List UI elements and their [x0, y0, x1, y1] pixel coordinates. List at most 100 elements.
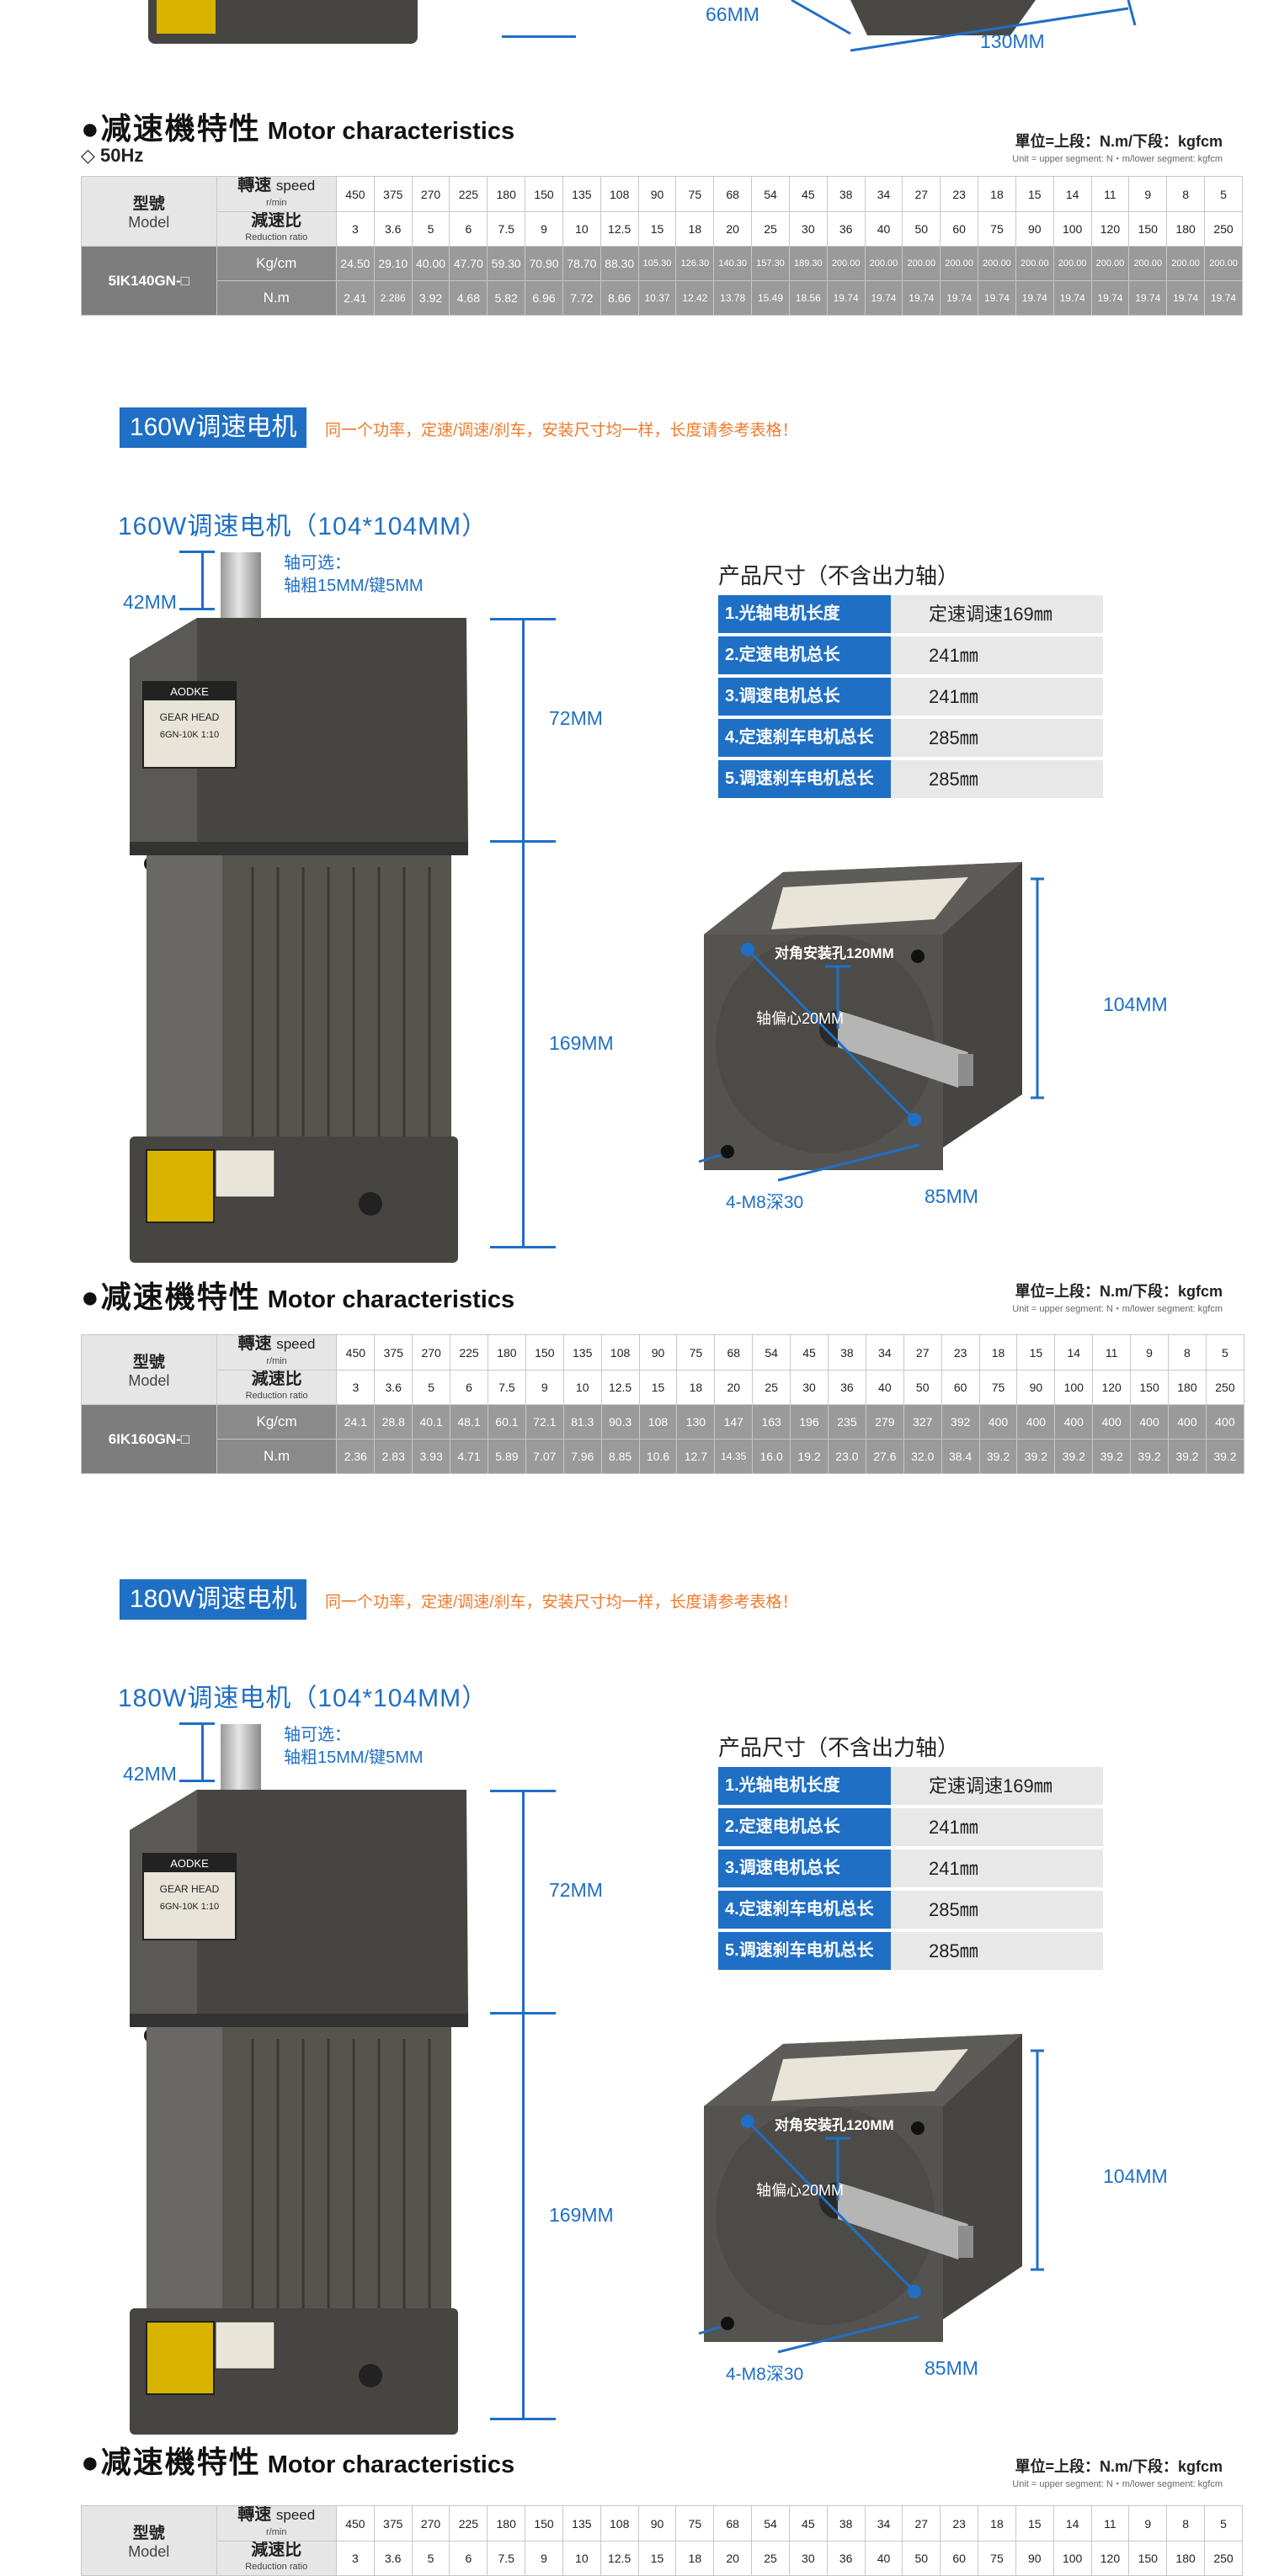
nm-cell: 2.286	[373, 280, 413, 316]
motor-plate-brand: AODKE	[170, 1857, 209, 1870]
motor-body-drawing: AODKE GEAR HEAD 6GN-10K 1:10	[130, 1790, 468, 2435]
speed-header-cn: 轉速	[237, 1334, 272, 1353]
unit-note-1: 單位=上段：N.m/下段：kgfcm Unit = upper segment:…	[1012, 130, 1223, 165]
nm-cell: 39.2	[978, 1439, 1018, 1474]
kg-cell: 108	[638, 1404, 678, 1440]
nm-cell: 39.2	[1130, 1439, 1169, 1474]
unit-sub: Unit = upper segment: N・m/lower segment:…	[1012, 2479, 1223, 2489]
size-row-value: 285㎜	[891, 719, 1103, 760]
speed-cell: 18	[978, 2505, 1016, 2541]
model-header-cn: 型號	[132, 1354, 165, 1371]
speed-cell: 54	[751, 176, 790, 212]
nm-cell: 39.2	[1205, 1439, 1245, 1474]
diag-hole-label: 对角安装孔120MM	[775, 945, 894, 961]
ratio-cell: 60	[940, 2541, 979, 2576]
ratio-cell: 90	[1015, 2541, 1054, 2576]
size-row-key: 4.定速刹车电机总长	[718, 719, 891, 760]
speed-cell: 27	[903, 1334, 942, 1370]
nm-cell: 8.66	[600, 280, 639, 316]
speed-cell: 68	[713, 2505, 753, 2541]
kg-cell: 200.00	[1090, 246, 1130, 281]
nm-cell: 19.74	[1128, 280, 1168, 316]
ratio-cell: 5	[411, 2541, 450, 2576]
ratio-cell: 6	[450, 1370, 488, 1405]
nm-cell: 32.0	[903, 1439, 942, 1474]
ratio-cell: 18	[675, 2541, 715, 2576]
speed-cell: 27	[902, 2505, 941, 2541]
nm-cell: 18.56	[788, 280, 828, 316]
nm-cell: 19.2	[790, 1439, 829, 1474]
speed-cell: 54	[751, 2505, 790, 2541]
speed-cell: 450	[335, 176, 375, 212]
size-row-value: 285㎜	[891, 1891, 1103, 1932]
dim-85-label: 85MM	[925, 2357, 978, 2379]
size-row: 5.调速刹车电机总长 285㎜	[718, 760, 1103, 801]
ratio-cell: 25	[752, 1370, 791, 1405]
speed-cell: 375	[374, 1334, 413, 1370]
ratio-cell: 40	[865, 1370, 904, 1405]
speed-cell: 23	[940, 2505, 979, 2541]
speed-cell: 225	[450, 1334, 488, 1370]
section-title-cn: ●减速機特性	[81, 2445, 261, 2479]
speed-cell: 18	[978, 176, 1016, 212]
ratio-cell: 9	[525, 211, 563, 247]
holes-label: 4-M8深30	[726, 2365, 804, 2384]
nm-cell: 6.96	[525, 280, 563, 316]
kg-cell: 147	[714, 1404, 754, 1440]
dim-42-line-top	[179, 1722, 215, 1725]
ratio-header-en: Reduction ratio	[245, 232, 308, 242]
kg-cell: 235	[827, 1404, 866, 1440]
nm-cell: 19.74	[826, 280, 866, 316]
axis-note-line-1: 轴可选：	[284, 1726, 351, 1744]
nm-cell: 5.89	[487, 1439, 526, 1474]
dim-169-line-bottom	[490, 1246, 556, 1248]
nm-cell: 8.85	[600, 1439, 640, 1474]
speed-cell: 18	[978, 1334, 1018, 1370]
speed-cell: 90	[637, 176, 677, 212]
nm-cell: 2.83	[374, 1439, 413, 1474]
speed-cell: 90	[637, 2505, 677, 2541]
size-row: 3.调速电机总长 241㎜	[718, 1850, 1103, 1891]
kg-cell: 47.70	[449, 246, 488, 281]
nm-cell: 13.78	[713, 280, 753, 316]
kg-cell: 40.00	[411, 246, 450, 281]
speed-cell: 150	[525, 1334, 564, 1370]
dim-169-label: 169MM	[549, 2204, 614, 2226]
nm-cell: 12.42	[675, 280, 715, 316]
dim-42-line-vertical	[201, 1722, 204, 1781]
model-heading-160w: 160W调速电机（104*104MM）	[118, 513, 488, 540]
kg-cell: 59.30	[487, 246, 526, 281]
nm-header: N.m	[216, 1439, 338, 1474]
size-row-key: 4.定速刹车电机总长	[718, 1891, 891, 1932]
motor-body-drawing: AODKE GEAR HEAD 6GN-10K 1:10	[130, 618, 468, 1263]
speed-cell: 68	[713, 176, 753, 212]
ratio-header-en: Reduction ratio	[245, 1391, 308, 1401]
axis-note: 轴可选： 轴粗15MM/键5MM	[284, 552, 424, 598]
ratio-cell: 75	[978, 211, 1016, 247]
banner-note-160w: 同一个功率，定速/调速/刹车，安装尺寸均一样，长度请参考表格！	[325, 422, 798, 439]
ratio-cell: 25	[751, 2541, 790, 2576]
dim-42-label: 42MM	[123, 1763, 177, 1785]
speed-cell: 9	[1130, 1334, 1169, 1370]
kg-header: Kg/cm	[216, 246, 337, 281]
size-row-value: 241㎜	[891, 1808, 1103, 1850]
dim-85-label: 85MM	[925, 1185, 978, 1207]
kg-cell: 126.30	[675, 246, 715, 281]
kg-cell: 200.00	[1204, 246, 1243, 281]
nm-cell: 7.96	[562, 1439, 602, 1474]
speed-cell: 9	[1128, 2505, 1168, 2541]
speed-cell: 8	[1168, 1334, 1207, 1370]
nm-cell: 19.74	[1090, 280, 1130, 316]
kg-cell: 48.1	[450, 1404, 488, 1440]
ratio-cell: 150	[1128, 211, 1168, 247]
